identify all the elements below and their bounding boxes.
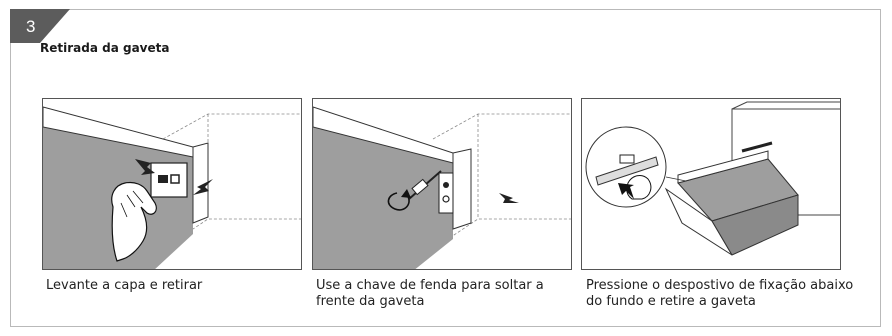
step-badge: 3 <box>10 9 70 43</box>
illustration-screwdriver <box>312 98 572 270</box>
section-title: Retirada da gaveta <box>40 41 170 55</box>
step-caption-1: Levante a capa e retirar <box>46 278 202 294</box>
caption-line: do fundo e retire a gaveta <box>586 294 756 309</box>
step-caption-2: Use a chave de fenda para soltar a frent… <box>316 278 544 310</box>
illustration-press-fixing <box>581 98 841 270</box>
step-number: 3 <box>26 17 36 36</box>
step-caption-3: Pressione o despostivo de fixação abaixo… <box>586 278 853 310</box>
caption-line: frente da gaveta <box>316 294 425 309</box>
caption-line: Levante a capa e retirar <box>46 278 203 293</box>
caption-line: Use a chave de fenda para soltar a <box>316 278 544 293</box>
caption-line: Pressione o despostivo de fixação abaixo <box>586 278 854 293</box>
instruction-frame <box>10 9 881 327</box>
illustration-lift-cover <box>42 98 302 270</box>
